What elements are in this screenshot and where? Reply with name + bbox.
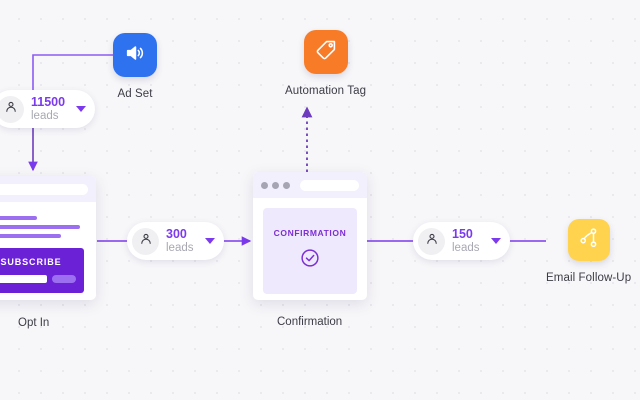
leads-unit: leads	[452, 241, 480, 254]
leads-pill-text: 150 leads	[452, 227, 480, 254]
confirmation-title: CONFIRMATION	[273, 228, 347, 238]
leads-pill-300[interactable]: 300 leads	[127, 222, 224, 260]
text-placeholder-bar	[0, 225, 80, 229]
text-placeholder-bar	[0, 234, 61, 238]
leads-pill-text: 300 leads	[166, 227, 194, 254]
person-icon	[4, 100, 18, 119]
node-label-automation-tag: Automation Tag	[285, 85, 367, 97]
leads-count: 11500	[31, 95, 66, 110]
leads-count: 150	[452, 227, 473, 242]
speaker-icon	[124, 42, 146, 69]
email-field[interactable]	[0, 275, 47, 283]
email-follow-up-icon-tile[interactable]	[567, 219, 610, 261]
window-dot-red	[261, 181, 268, 189]
card-opt-in[interactable]: SUBSCRIBE	[0, 176, 96, 300]
leads-pill-text: 11500 leads	[31, 95, 66, 122]
window-dot-yellow	[272, 181, 279, 189]
node-ad-set[interactable]: Ad Set	[113, 33, 157, 100]
person-icon	[139, 232, 153, 251]
leads-unit: leads	[31, 109, 59, 122]
leads-count: 300	[166, 227, 187, 242]
browser-chrome	[253, 172, 367, 198]
card-caption-opt-in: Opt In	[18, 317, 50, 329]
text-placeholder-bar	[0, 216, 38, 220]
subscribe-form[interactable]: SUBSCRIBE	[0, 248, 84, 293]
confirmation-body: CONFIRMATION	[253, 198, 367, 300]
subscribe-row	[0, 275, 76, 283]
wire-adset-to-leads	[32, 54, 113, 95]
branch-icon	[577, 226, 601, 255]
person-icon	[425, 232, 439, 251]
leads-unit: leads	[166, 241, 194, 254]
browser-chrome	[0, 176, 96, 202]
person-avatar	[0, 95, 24, 123]
node-label-ad-set: Ad Set	[117, 88, 153, 100]
window-dot-green	[283, 181, 290, 189]
ad-set-icon-tile[interactable]	[113, 33, 157, 77]
node-label-email-follow-up: Email Follow-Up	[546, 272, 632, 284]
card-caption-confirmation: Confirmation	[277, 316, 343, 328]
node-automation-tag[interactable]: Automation Tag	[285, 30, 366, 97]
person-avatar	[418, 227, 445, 255]
opt-in-body: SUBSCRIBE	[0, 202, 96, 300]
card-confirmation[interactable]: CONFIRMATION	[253, 172, 367, 300]
subscribe-label: SUBSCRIBE	[0, 257, 62, 267]
url-bar	[0, 183, 88, 195]
tag-icon	[314, 38, 338, 67]
confirmation-panel: CONFIRMATION	[263, 208, 357, 294]
chevron-down-icon[interactable]	[204, 238, 215, 244]
subscribe-button[interactable]	[52, 275, 76, 283]
leads-pill-150[interactable]: 150 leads	[413, 222, 510, 260]
leads-pill-11500[interactable]: 11500 leads	[0, 90, 96, 128]
person-avatar	[132, 227, 159, 255]
chevron-down-icon[interactable]	[490, 238, 501, 244]
check-circle-icon	[299, 247, 321, 274]
chevron-down-icon[interactable]	[76, 106, 87, 112]
node-email-follow-up[interactable]: Email Follow-Up	[546, 219, 631, 284]
automation-tag-icon-tile[interactable]	[303, 30, 348, 74]
url-bar	[300, 179, 359, 191]
